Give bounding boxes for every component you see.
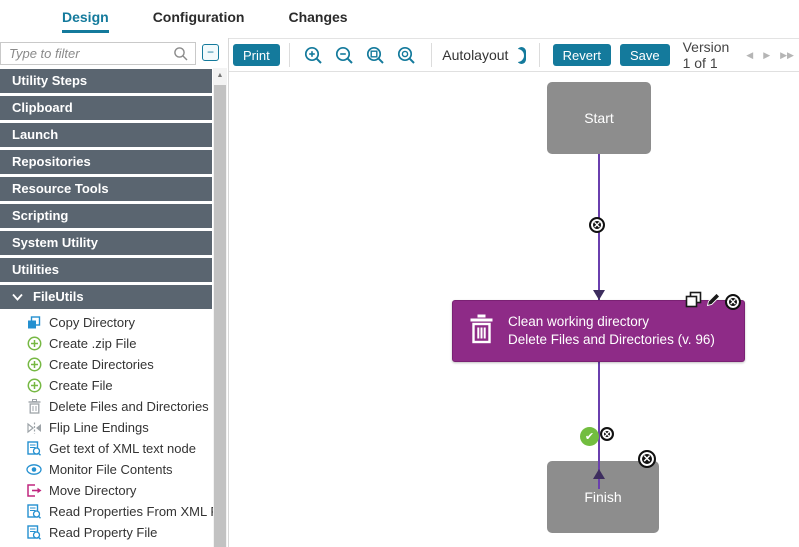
list-item-label: Copy Directory bbox=[49, 315, 135, 330]
list-item-move-directory[interactable]: Move Directory bbox=[0, 480, 213, 501]
list-item-read-properties-xml[interactable]: Read Properties From XML File bbox=[0, 501, 213, 522]
list-item-label: Delete Files and Directories bbox=[49, 399, 209, 414]
step-subtitle: Delete Files and Directories (v. 96) bbox=[508, 332, 715, 347]
section-fileutils[interactable]: FileUtils bbox=[0, 285, 212, 309]
search-icon bbox=[174, 47, 188, 61]
step-actions: ✕ bbox=[682, 291, 741, 313]
tab-changes-label: Changes bbox=[288, 9, 348, 25]
doc-search-icon bbox=[26, 441, 42, 457]
delete-edge-icon[interactable]: ✕ bbox=[589, 217, 605, 233]
plugin-list: Copy Directory Create .zip File Create D… bbox=[0, 312, 213, 547]
tab-design-label: Design bbox=[62, 9, 109, 25]
top-tab-bar: Design Configuration Changes bbox=[0, 0, 799, 38]
plus-circle-icon bbox=[26, 357, 42, 373]
filter-box bbox=[0, 42, 196, 65]
delete-step-icon[interactable]: ✕ bbox=[725, 294, 741, 310]
list-item-create-directories[interactable]: Create Directories bbox=[0, 354, 213, 375]
list-item-label: Get text of XML text node bbox=[49, 441, 196, 456]
filter-row: − bbox=[0, 42, 224, 66]
list-item-create-file[interactable]: Create File bbox=[0, 375, 213, 396]
list-item-label: Create File bbox=[49, 378, 113, 393]
edge-step-to-finish bbox=[598, 362, 600, 489]
tab-configuration-label: Configuration bbox=[152, 9, 245, 25]
section-clipboard[interactable]: Clipboard bbox=[0, 96, 212, 120]
step-title: Clean working directory bbox=[508, 314, 650, 330]
plugin-accordion: Utility Steps Clipboard Launch Repositor… bbox=[0, 69, 213, 547]
start-node-label: Start bbox=[584, 110, 614, 126]
list-item-flip-line-endings[interactable]: Flip Line Endings bbox=[0, 417, 213, 438]
finish-node-label: Finish bbox=[584, 489, 622, 505]
list-item-label: Read Property File bbox=[49, 525, 158, 540]
sidebar-scrollbar[interactable]: ▲ bbox=[213, 68, 227, 547]
list-item-label: Create Directories bbox=[49, 357, 154, 372]
workflow-main: Print Autolayout Revert Save Version 1 o… bbox=[229, 38, 799, 547]
zoom-actual-icon[interactable] bbox=[397, 46, 416, 65]
list-item-get-xml-text[interactable]: Get text of XML text node bbox=[0, 438, 213, 459]
list-item-read-property-file[interactable]: Read Property File bbox=[0, 522, 213, 543]
edge-arrowhead-icon bbox=[593, 469, 605, 479]
print-button[interactable]: Print bbox=[233, 44, 280, 66]
version-prev-icon[interactable]: ◀ bbox=[746, 49, 754, 60]
version-next-icon[interactable]: ▶ bbox=[763, 49, 771, 60]
tab-changes[interactable]: Changes bbox=[288, 0, 347, 33]
save-button[interactable]: Save bbox=[619, 44, 670, 66]
version-label: Version 1 of 1 bbox=[682, 39, 730, 71]
eye-icon bbox=[26, 462, 42, 478]
scroll-up-icon[interactable]: ▲ bbox=[216, 72, 224, 79]
zoom-in-icon[interactable] bbox=[304, 46, 323, 65]
section-repositories[interactable]: Repositories bbox=[0, 150, 212, 174]
list-item-label: Monitor File Contents bbox=[49, 462, 173, 477]
version-last-icon[interactable]: ▶▶ bbox=[780, 49, 794, 60]
canvas-toolbar: Print Autolayout Revert Save Version 1 o… bbox=[229, 39, 799, 72]
copy-icon bbox=[26, 315, 42, 331]
collapse-panel-button[interactable]: − bbox=[202, 44, 219, 61]
move-icon bbox=[26, 483, 42, 499]
revert-button[interactable]: Revert bbox=[552, 44, 611, 66]
plus-circle-icon bbox=[26, 336, 42, 352]
scrollbar-thumb[interactable] bbox=[214, 85, 226, 547]
autolayout-toggle[interactable] bbox=[511, 46, 527, 64]
step-node-clean-working-directory[interactable]: Clean working directory Delete Files and… bbox=[452, 300, 745, 362]
edge-arrowhead-icon bbox=[593, 290, 605, 300]
zoom-fit-icon[interactable] bbox=[366, 46, 385, 65]
workflow-canvas[interactable]: Start ✕ Clean working directory Delete F… bbox=[229, 73, 799, 547]
list-item-label: Create .zip File bbox=[49, 336, 137, 351]
section-scripting[interactable]: Scripting bbox=[0, 204, 212, 228]
edit-step-icon[interactable] bbox=[705, 291, 722, 313]
copy-step-icon[interactable] bbox=[685, 291, 702, 313]
list-item-label: Move Directory bbox=[49, 483, 137, 498]
zoom-out-icon[interactable] bbox=[335, 46, 354, 65]
delete-edge-icon[interactable]: ✕ bbox=[600, 427, 614, 441]
filter-input[interactable] bbox=[9, 44, 169, 63]
delete-finish-edge-icon[interactable]: ✕ bbox=[638, 450, 656, 468]
plus-circle-icon bbox=[26, 378, 42, 394]
valid-check-icon: ✔ bbox=[580, 427, 599, 446]
section-utility-steps[interactable]: Utility Steps bbox=[0, 69, 212, 93]
section-utilities[interactable]: Utilities bbox=[0, 258, 212, 282]
start-node[interactable]: Start bbox=[547, 82, 651, 154]
list-item-delete-files[interactable]: Delete Files and Directories bbox=[0, 396, 213, 417]
list-item-label: Flip Line Endings bbox=[49, 420, 149, 435]
plugin-palette-sidebar: − Utility Steps Clipboard Launch Reposit… bbox=[0, 38, 229, 547]
tab-design[interactable]: Design bbox=[62, 0, 109, 33]
trash-icon bbox=[469, 314, 494, 349]
flip-icon bbox=[26, 420, 42, 436]
list-item-replace-tokens[interactable]: Replace Tokens bbox=[0, 543, 213, 547]
section-launch[interactable]: Launch bbox=[0, 123, 212, 147]
doc-search-icon bbox=[26, 525, 42, 541]
chevron-down-icon bbox=[12, 293, 23, 301]
autolayout-label: Autolayout bbox=[442, 47, 509, 63]
version-pager: ◀ ▶ ▶▶ bbox=[741, 50, 799, 61]
section-fileutils-label: FileUtils bbox=[33, 289, 84, 304]
section-resource-tools[interactable]: Resource Tools bbox=[0, 177, 212, 201]
tab-configuration[interactable]: Configuration bbox=[153, 0, 245, 33]
list-item-copy-directory[interactable]: Copy Directory bbox=[0, 312, 213, 333]
toggle-knob bbox=[511, 48, 525, 62]
list-item-monitor-file-contents[interactable]: Monitor File Contents bbox=[0, 459, 213, 480]
list-item-create-zip-file[interactable]: Create .zip File bbox=[0, 333, 213, 354]
section-system-utility[interactable]: System Utility bbox=[0, 231, 212, 255]
list-item-label: Read Properties From XML File bbox=[49, 504, 213, 519]
doc-search-icon bbox=[26, 504, 42, 520]
trash-icon bbox=[26, 399, 42, 415]
